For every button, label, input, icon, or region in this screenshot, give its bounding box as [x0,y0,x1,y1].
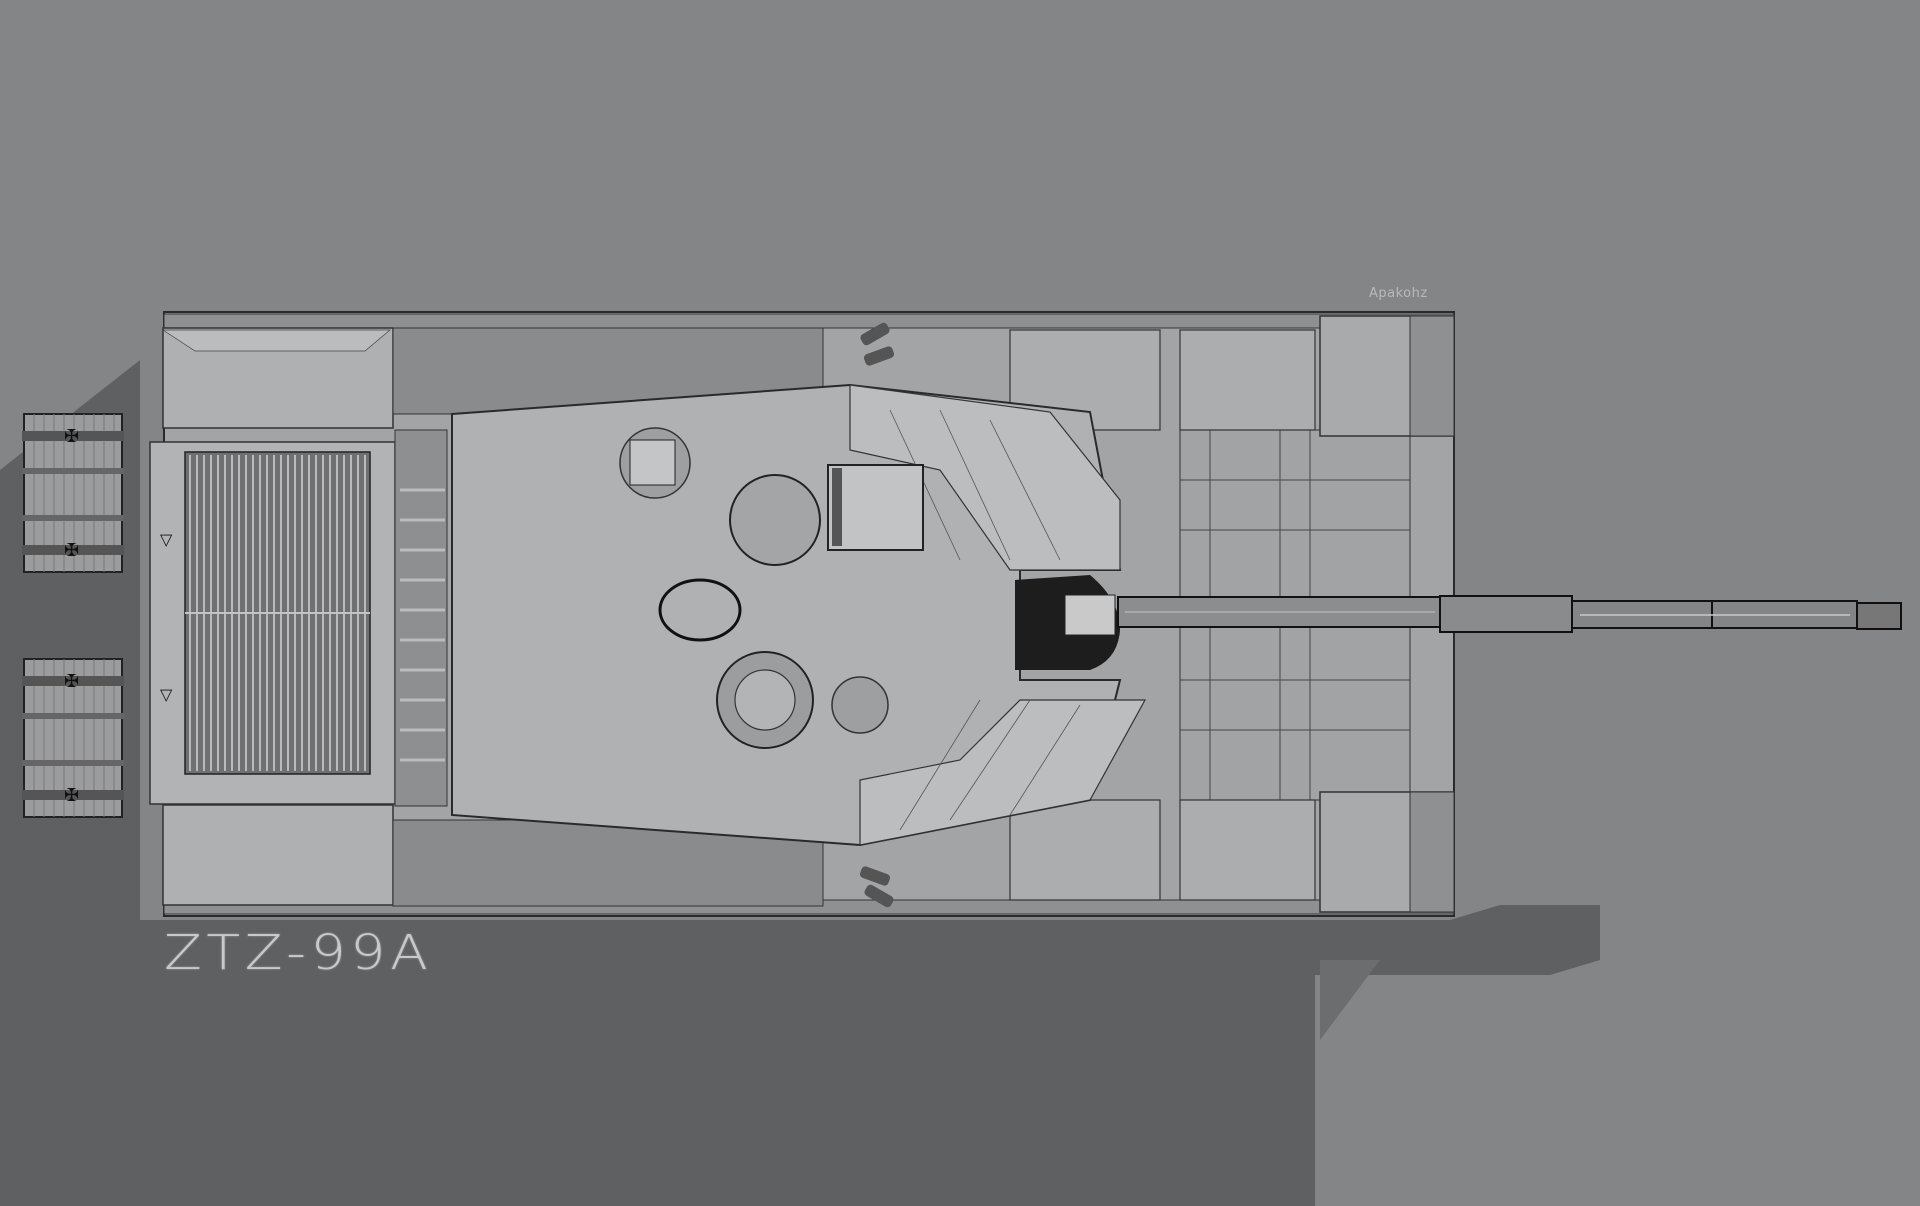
rear-stowage-box-lower [162,804,394,906]
author-signature: Apakohz [1369,286,1428,301]
era-armor-upper [849,384,1121,571]
svg-text:✠: ✠ [64,671,79,692]
svg-text:▽: ▽ [160,685,173,704]
smoke-dischargers-upper [860,322,895,366]
sight-housing [827,464,924,551]
main-gun-barrel [1117,595,1902,633]
model-name-label: ZTZ-99A [164,925,433,981]
smoke-dischargers-lower [859,866,894,908]
svg-text:✠: ✠ [64,540,79,561]
fume-extractor [1439,595,1573,633]
era-armor-lower [859,699,1147,846]
turret [451,322,1147,908]
svg-text:✠: ✠ [64,426,79,447]
gunner-hatch [729,474,821,566]
muzzle [1856,602,1902,630]
fuel-drum-lower: ✠ ✠ [22,658,124,818]
cast-shadow [0,360,1600,1206]
fuel-drum-upper: ✠ ✠ [22,413,124,573]
svg-text:▽: ▽ [160,530,173,549]
svg-text:✠: ✠ [64,785,79,806]
